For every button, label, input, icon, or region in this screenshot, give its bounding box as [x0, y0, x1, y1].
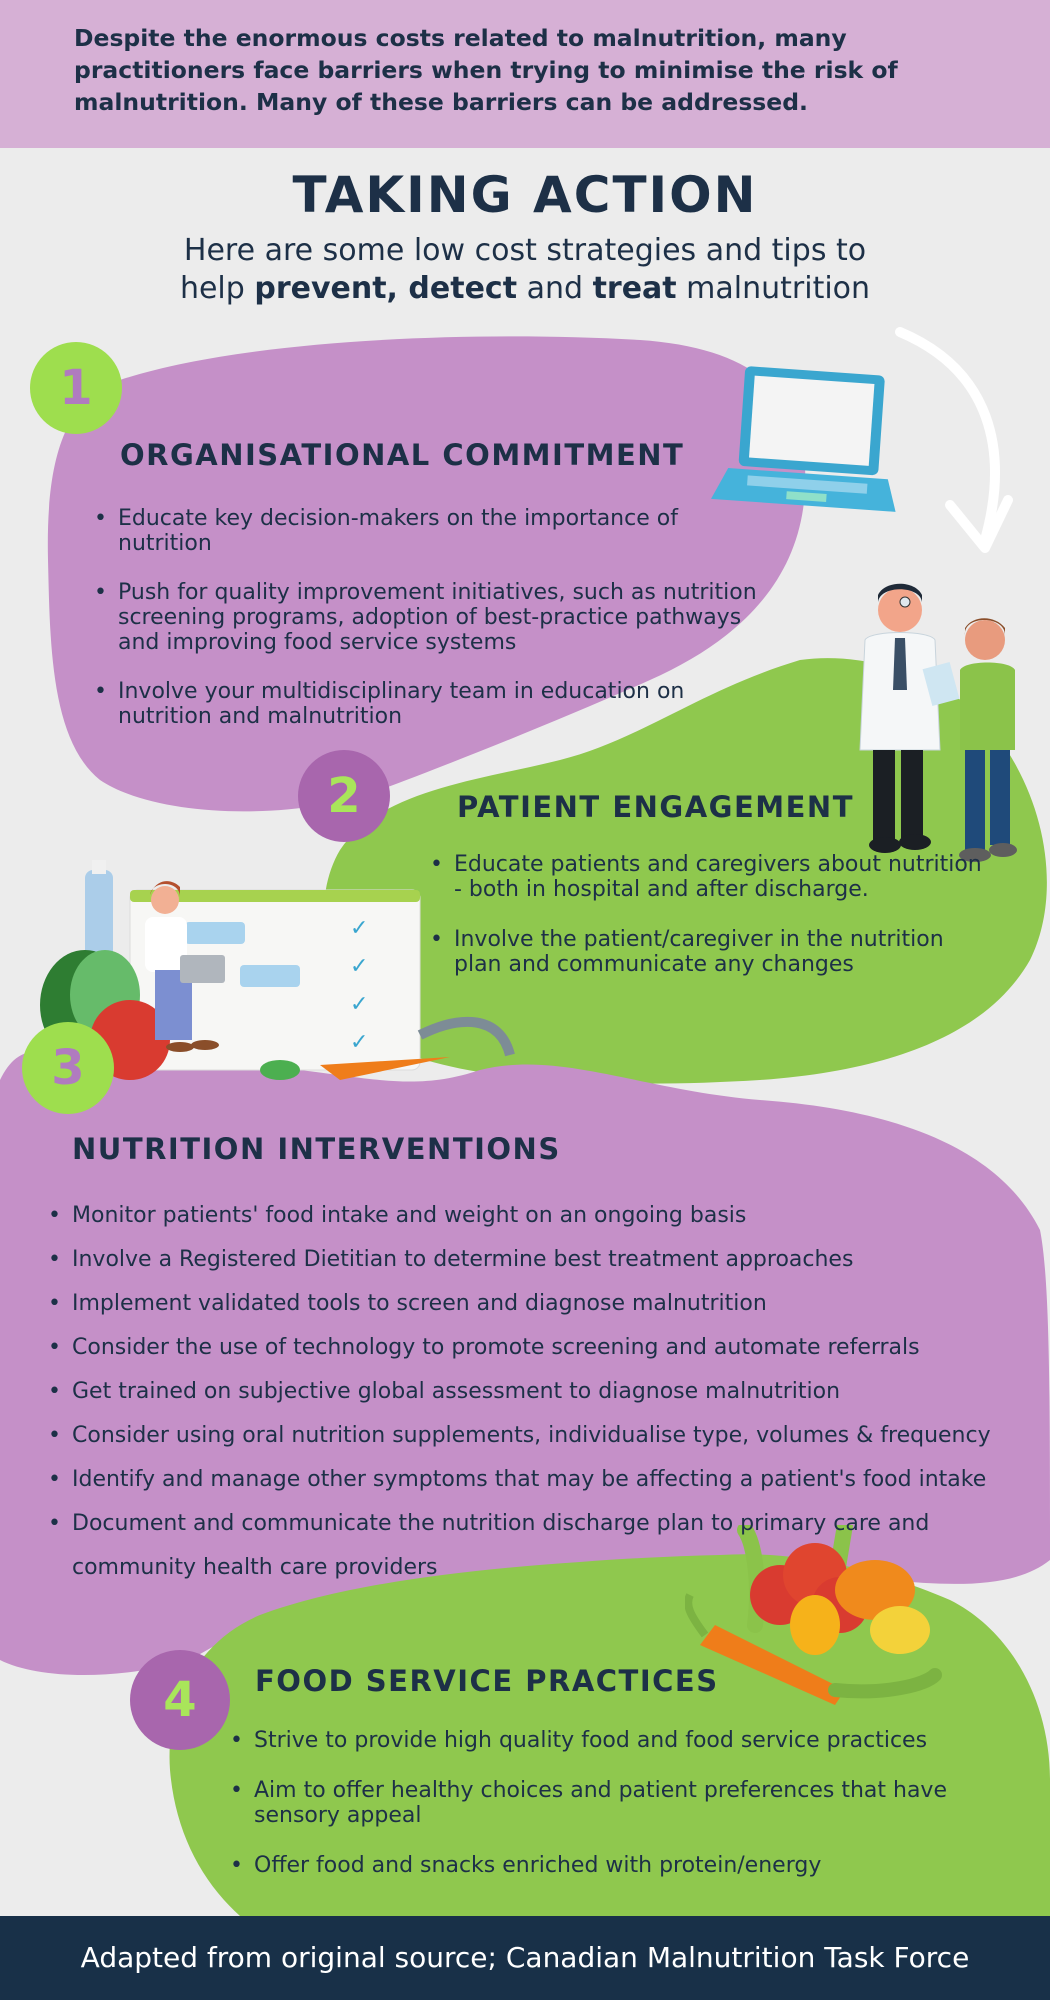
subtitle-and: and [517, 271, 593, 306]
svg-text:✓: ✓ [350, 1030, 368, 1055]
list-item: Push for quality improvement initiatives… [92, 580, 772, 655]
curved-arrow [895, 327, 1000, 545]
list-item: Identify and manage other symptoms that … [46, 1458, 1036, 1502]
svg-text:✓: ✓ [350, 992, 368, 1017]
intro-band: Despite the enormous costs related to ma… [0, 0, 1050, 148]
subtitle-end: malnutrition [676, 271, 871, 306]
section-4-list: Strive to provide high quality food and … [228, 1728, 998, 1903]
laptop-illustration [711, 366, 896, 512]
section-4-badge: 4 [130, 1650, 230, 1750]
list-item: Involve the patient/caregiver in the nut… [428, 927, 988, 977]
svg-text:✓: ✓ [350, 916, 368, 941]
list-item: Educate patients and caregivers about nu… [428, 852, 988, 902]
section-2-badge: 2 [298, 750, 390, 842]
subtitle-help: help [179, 271, 255, 306]
list-item: Educate key decision-makers on the impor… [92, 506, 772, 556]
list-item: Monitor patients' food intake and weight… [46, 1194, 1036, 1238]
list-item: Aim to offer healthy choices and patient… [228, 1778, 998, 1828]
page-title: TAKING ACTION [292, 166, 758, 224]
section-3-list: Monitor patients' food intake and weight… [46, 1194, 1036, 1590]
list-item: Offer food and snacks enriched with prot… [228, 1853, 998, 1878]
list-item: Consider using oral nutrition supplement… [46, 1414, 1036, 1458]
section-3-badge: 3 [22, 1022, 114, 1114]
section-2-list: Educate patients and caregivers about nu… [428, 852, 988, 1002]
doctor-patient-illustration [859, 583, 1017, 862]
intro-text: Despite the enormous costs related to ma… [74, 24, 898, 116]
section-1-badge: 1 [30, 342, 122, 434]
list-item: Strive to provide high quality food and … [228, 1728, 998, 1753]
list-item: Consider the use of technology to promot… [46, 1326, 1036, 1370]
subtitle-prevent-detect: prevent, detect [254, 271, 518, 306]
section-4-title: FOOD SERVICE PRACTICES [255, 1664, 719, 1698]
svg-text:✓: ✓ [350, 954, 368, 979]
page-subtitle: Here are some low cost strategies and ti… [0, 232, 1050, 308]
section-3-title: NUTRITION INTERVENTIONS [72, 1132, 561, 1166]
list-item: Implement validated tools to screen and … [46, 1282, 1036, 1326]
section-1-title: ORGANISATIONAL COMMITMENT [120, 438, 685, 472]
list-item: Involve a Registered Dietitian to determ… [46, 1238, 1036, 1282]
checklist-illustration: ✓ ✓ ✓ ✓ [40, 860, 515, 1080]
subtitle-treat: treat [592, 271, 677, 306]
arrow-head [945, 495, 1013, 553]
subtitle-line-1: Here are some low cost strategies and ti… [183, 233, 867, 268]
list-item: Involve your multidisciplinary team in e… [92, 679, 772, 729]
section-2-title: PATIENT ENGAGEMENT [457, 790, 854, 824]
list-item: Get trained on subjective global assessm… [46, 1370, 1036, 1414]
footer: Adapted from original source; Canadian M… [0, 1916, 1050, 2000]
list-item: Document and communicate the nutrition d… [46, 1502, 1036, 1590]
section-1-list: Educate key decision-makers on the impor… [92, 506, 772, 753]
footer-source-text: Adapted from original source; Canadian M… [80, 1941, 970, 1974]
